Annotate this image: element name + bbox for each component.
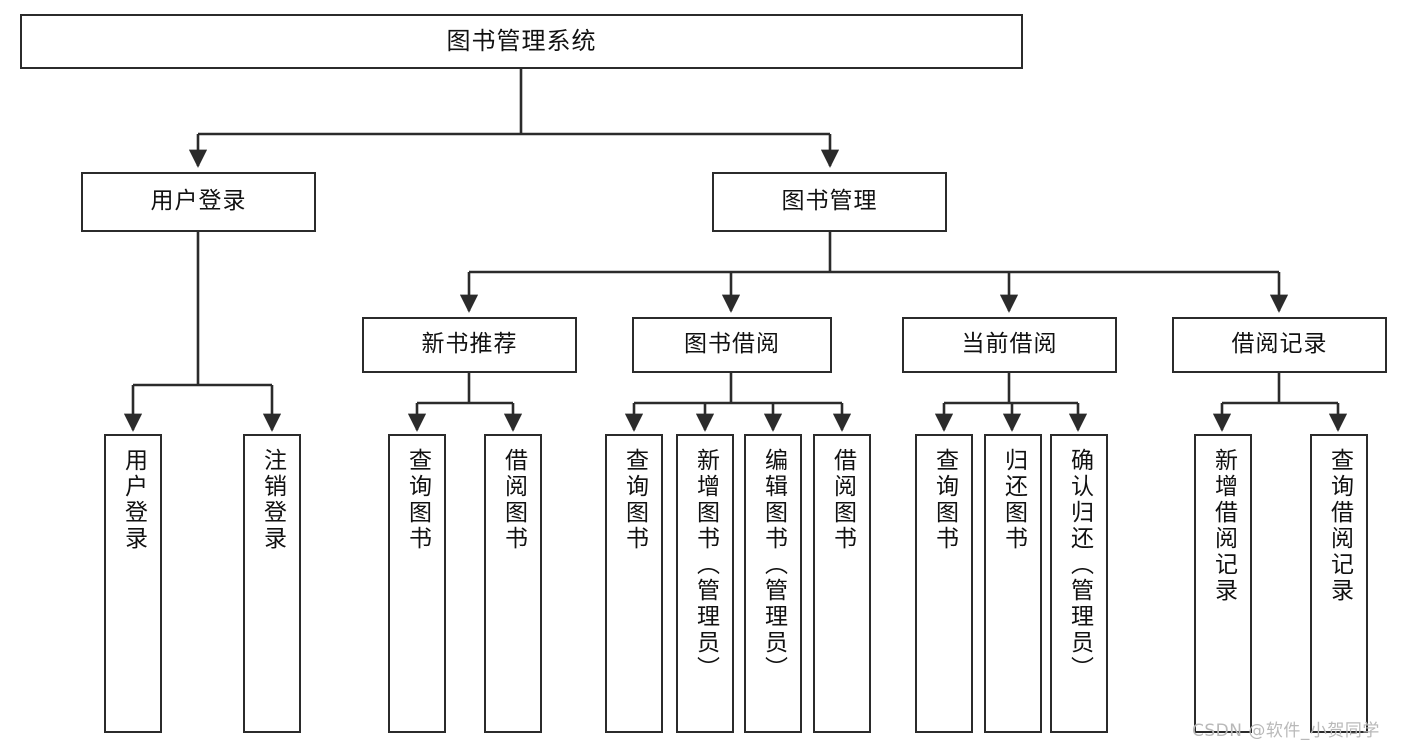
node-label: 确认归还（管理员） — [1066, 448, 1093, 682]
node-root-library-management-system[interactable]: 图书管理系统 — [20, 14, 1023, 69]
node-label: 查询图书 — [621, 448, 648, 552]
leaf-borrow-books-recommendation[interactable]: 借阅图书 — [484, 434, 542, 733]
node-borrowing-records[interactable]: 借阅记录 — [1172, 317, 1387, 373]
leaf-return-books[interactable]: 归还图书 — [984, 434, 1042, 733]
node-label: 借阅图书 — [500, 448, 527, 552]
node-current-borrowing[interactable]: 当前借阅 — [902, 317, 1117, 373]
node-label: 归还图书 — [1000, 448, 1027, 552]
node-book-management[interactable]: 图书管理 — [712, 172, 947, 232]
leaf-query-books-recommendation[interactable]: 查询图书 — [388, 434, 446, 733]
node-label: 注销登录 — [259, 448, 286, 552]
leaf-add-borrowing-record[interactable]: 新增借阅记录 — [1194, 434, 1252, 733]
node-label: 查询图书 — [931, 448, 958, 552]
leaf-add-book-admin[interactable]: 新增图书（管理员） — [676, 434, 734, 733]
node-label: 用户登录 — [120, 448, 147, 552]
leaf-query-books-current[interactable]: 查询图书 — [915, 434, 973, 733]
node-label: 查询图书 — [404, 448, 431, 552]
node-new-book-recommendation[interactable]: 新书推荐 — [362, 317, 577, 373]
node-label: 新书推荐 — [421, 331, 518, 358]
leaf-borrow-books-borrowing[interactable]: 借阅图书 — [813, 434, 871, 733]
node-label: 新增图书（管理员） — [692, 448, 719, 682]
leaf-user-login[interactable]: 用户登录 — [104, 434, 162, 733]
node-label: 图书管理 — [781, 188, 878, 215]
node-label: 图书借阅 — [684, 331, 780, 358]
node-label: 图书管理系统 — [446, 27, 597, 56]
node-user-login[interactable]: 用户登录 — [81, 172, 316, 232]
node-book-borrowing[interactable]: 图书借阅 — [632, 317, 832, 373]
node-label: 用户登录 — [150, 188, 247, 215]
leaf-query-books-borrowing[interactable]: 查询图书 — [605, 434, 663, 733]
leaf-confirm-return-admin[interactable]: 确认归还（管理员） — [1050, 434, 1108, 733]
leaf-query-borrowing-record[interactable]: 查询借阅记录 — [1310, 434, 1368, 733]
leaf-logout[interactable]: 注销登录 — [243, 434, 301, 733]
csdn-watermark: CSDN @软件_小贺同学 — [1192, 721, 1380, 741]
node-label: 借阅图书 — [829, 448, 856, 552]
node-label: 新增借阅记录 — [1210, 448, 1237, 604]
node-label: 查询借阅记录 — [1326, 448, 1353, 604]
leaf-edit-book-admin[interactable]: 编辑图书（管理员） — [744, 434, 802, 733]
node-label: 编辑图书（管理员） — [760, 448, 787, 682]
node-label: 当前借阅 — [961, 331, 1058, 358]
node-label: 借阅记录 — [1231, 331, 1328, 358]
